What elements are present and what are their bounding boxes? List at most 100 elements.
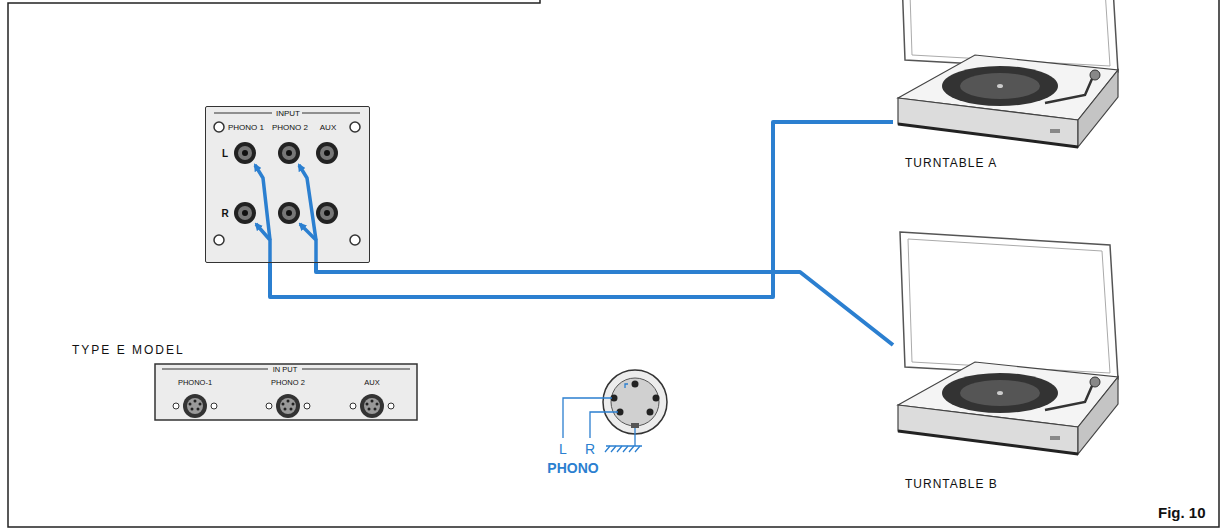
drawing-part xyxy=(214,122,224,132)
drawing-part xyxy=(605,446,640,452)
drawing-part xyxy=(173,403,179,409)
drawing-part xyxy=(898,232,1118,454)
drawing-part xyxy=(350,122,360,132)
drawing-part xyxy=(647,409,654,416)
drawing-part xyxy=(366,403,369,406)
figure-number: Fig. 10 xyxy=(1158,505,1206,520)
din-connector-drawing xyxy=(563,370,667,452)
drawing-part xyxy=(299,165,316,240)
turntable-a: TURNTABLE A xyxy=(893,0,1121,178)
drawing-part xyxy=(350,235,360,245)
drawing-part xyxy=(234,142,256,164)
channel-label: R xyxy=(221,209,228,219)
drawing-part xyxy=(563,384,642,452)
pin-label: L xyxy=(559,442,567,456)
audio-cable xyxy=(316,263,893,345)
pin-label: R xyxy=(585,442,595,456)
turntable-a-drawing xyxy=(898,0,1118,147)
drawing-part xyxy=(320,146,334,160)
drawing-part xyxy=(282,146,296,160)
channel-label: L xyxy=(222,149,228,159)
drawing-part xyxy=(206,107,369,262)
drawing-part xyxy=(191,408,194,411)
drawing-part xyxy=(266,403,272,409)
drawing-part xyxy=(364,398,380,414)
drawing-part xyxy=(242,210,248,216)
drawing-part xyxy=(189,403,192,406)
drawing-part xyxy=(276,394,300,418)
drawing-part xyxy=(242,150,248,156)
drawing-part xyxy=(603,370,667,434)
turntable-b: TURNTABLE B xyxy=(893,230,1121,498)
drawing-part xyxy=(162,369,268,370)
input-panel: INPUTPHONO 1PHONO 2AUXLR xyxy=(205,106,370,263)
drawing-part xyxy=(376,403,379,406)
device-label: TURNTABLE B xyxy=(905,478,998,490)
drawing-part xyxy=(282,403,285,406)
drawing-part xyxy=(316,202,338,224)
panel-heading: IN PUT xyxy=(273,366,298,374)
drawing-part xyxy=(284,408,287,411)
drawing-part xyxy=(187,398,203,414)
type-e-panel-drawing xyxy=(155,364,417,420)
drawing-part xyxy=(234,202,256,224)
drawing-part xyxy=(324,210,330,216)
jack-label: AUX xyxy=(320,124,336,132)
drawing-part xyxy=(388,403,394,409)
panel-heading: INPUT xyxy=(276,110,300,118)
drawing-part xyxy=(183,394,384,418)
drawing-part xyxy=(302,113,360,114)
drawing-part xyxy=(324,150,330,156)
drawing-part xyxy=(304,403,310,409)
drawing-part xyxy=(155,364,417,420)
drawing-part xyxy=(234,142,338,224)
drawing-part xyxy=(898,0,1118,147)
drawing-part xyxy=(189,400,379,411)
drawing-part xyxy=(287,400,290,403)
drawing-part xyxy=(242,150,330,216)
drawing-part xyxy=(371,400,374,403)
drawing-part xyxy=(199,403,202,406)
device-label: TURNTABLE A xyxy=(905,157,997,169)
drawing-part xyxy=(320,206,334,220)
drawing-part xyxy=(194,400,197,403)
drawing-part xyxy=(632,381,639,388)
drawing-part xyxy=(563,398,612,438)
jack-label: PHONO 2 xyxy=(272,124,308,132)
drawing-part xyxy=(350,403,356,409)
drawing-part xyxy=(292,403,295,406)
drawing-part xyxy=(611,378,659,426)
input-panel-drawing xyxy=(206,107,369,262)
drawing-part xyxy=(316,142,338,164)
drawing-part xyxy=(611,381,660,416)
model-heading: TYPE E MODEL xyxy=(72,344,185,356)
drawing-part xyxy=(211,403,217,409)
drawing-part xyxy=(255,165,316,262)
drawing-part xyxy=(625,384,628,388)
drawing-part xyxy=(634,428,635,446)
drawing-part xyxy=(290,408,293,411)
drawing-part xyxy=(197,408,200,411)
drawing-part xyxy=(590,412,618,438)
drawing-part xyxy=(606,445,642,446)
drawing-part xyxy=(374,408,377,411)
drawing-part xyxy=(214,235,224,245)
turntable-b-drawing xyxy=(898,232,1118,454)
jack-label: AUX xyxy=(364,379,379,387)
drawing-part xyxy=(255,165,270,240)
drawing-part xyxy=(286,150,292,156)
drawing-part xyxy=(238,146,252,160)
drawing-part xyxy=(631,423,639,428)
drawing-part xyxy=(282,206,296,220)
connector-label: PHONO xyxy=(547,461,598,475)
drawing-part xyxy=(238,206,252,220)
drawing-part xyxy=(278,142,300,164)
drawing-part xyxy=(286,210,292,216)
jack-label: PHONO-1 xyxy=(178,379,212,387)
type-e-panel: TYPE E MODEL IN PUT PHONO-1 PHONO 2 AUX xyxy=(66,340,418,421)
drawing-part xyxy=(187,398,380,414)
jack-label: PHONO 2 xyxy=(271,379,305,387)
